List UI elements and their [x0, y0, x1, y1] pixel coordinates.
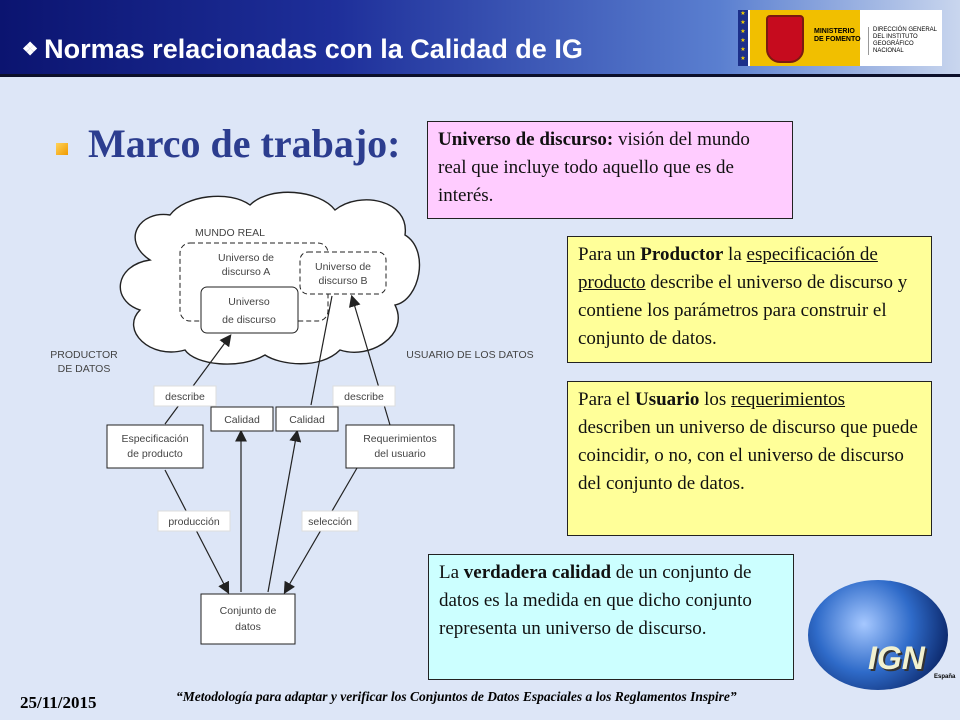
slide-title: ❖Normas relacionadas con la Calidad de I…: [22, 34, 583, 65]
productor-text-2: la: [723, 244, 747, 265]
productor-box: Para un Productor la especificación de p…: [567, 236, 932, 363]
describe-right-label: describe: [344, 391, 384, 403]
footer-text: “Metodología para adaptar y verificar lo…: [176, 689, 737, 704]
calidad-box: La verdadera calidad de un conjunto de d…: [428, 554, 794, 680]
calidad-right-box: [275, 406, 339, 432]
footer-date: 25/11/2015: [20, 693, 97, 712]
header-bar: ❖Normas relacionadas con la Calidad de I…: [0, 0, 960, 77]
calidad-left-box: [210, 406, 274, 432]
universo-line1: Universo: [228, 296, 270, 308]
productor-text-1: Para un: [578, 244, 641, 265]
usuario-text-3: describen un universo de discurso que pu…: [578, 417, 918, 494]
productor-underline: especificación de producto: [578, 244, 878, 293]
calidad-right-label: Calidad: [289, 414, 325, 426]
productor-text-3: describe el universo de discurso y conti…: [578, 272, 908, 349]
requerimientos-box: [345, 424, 455, 469]
universo-line2: de discurso: [222, 314, 276, 326]
slide-title-text: Normas relacionadas con la Calidad de IG: [44, 34, 583, 64]
usuario-bold: Usuario: [634, 389, 700, 410]
definition-text: visión del mundo real que incluye todo a…: [438, 129, 750, 206]
universo-a-line1: Universo de: [218, 252, 274, 264]
universo-box: [200, 286, 299, 334]
usuario-box: Para el Usuario los requerimientos descr…: [567, 381, 932, 536]
section-title: Marco de trabajo:: [88, 121, 401, 166]
ministerio-label: MINISTERIO DE FOMENTO: [814, 28, 861, 43]
productor-bold: Productor: [640, 244, 724, 265]
ministry-logo: ★★★★★★ MINISTERIO DE FOMENTO DIRECCIÓN G…: [738, 10, 942, 66]
calidad-text-1: La: [439, 562, 464, 583]
usuario-text-2: los: [699, 389, 732, 410]
conjunto-box: [200, 593, 296, 645]
eu-flag-icon: [738, 10, 748, 66]
universo-b-line2: discurso B: [318, 275, 367, 287]
especificacion-line2: de producto: [127, 448, 183, 460]
especificacion-box: [106, 424, 204, 469]
direccion-general-label: DIRECCIÓN GENERAL DEL INSTITUTO GEOGRÁFI…: [868, 27, 939, 55]
seleccion-label: selección: [308, 516, 352, 528]
requerimientos-line2: del usuario: [374, 448, 426, 460]
requerimientos-line1: Requerimientos: [363, 433, 437, 445]
definition-term: Universo de discurso:: [438, 129, 614, 150]
ign-country-label: España: [934, 674, 956, 680]
spain-coat-of-arms-icon: [766, 15, 804, 63]
produccion-label: producción: [168, 516, 220, 528]
universo-a-line2: discurso A: [222, 266, 270, 278]
productor-line2: DE DATOS: [58, 363, 111, 375]
usuario-text-1: Para el: [578, 389, 635, 410]
universo-b-line1: Universo de: [315, 261, 371, 273]
universo-b-box: [299, 251, 387, 295]
ign-globe-logo: [808, 580, 948, 690]
diamond-bullet-icon: ❖: [22, 39, 39, 59]
mundo-real-label: MUNDO REAL: [195, 227, 265, 239]
usuario-label: USUARIO DE LOS DATOS: [406, 349, 533, 361]
definition-box: Universo de discurso: visión del mundo r…: [427, 121, 793, 219]
calidad-left-label: Calidad: [224, 414, 260, 426]
eu-stars-icon: ★★★★★★: [740, 11, 746, 62]
title-bullet-icon: [56, 143, 68, 155]
ign-logo-text: IGN: [868, 640, 925, 676]
calidad-bold: verdadera calidad: [463, 562, 612, 583]
conjunto-line2: datos: [235, 621, 261, 633]
especificacion-line1: Especificación: [121, 433, 188, 445]
calidad-text-2: de un conjunto de datos es la medida en …: [439, 562, 752, 639]
describe-left-label: describe: [165, 391, 205, 403]
conjunto-line1: Conjunto de: [220, 605, 277, 617]
usuario-underline: requerimientos: [731, 389, 846, 410]
productor-line1: PRODUCTOR: [50, 349, 118, 361]
